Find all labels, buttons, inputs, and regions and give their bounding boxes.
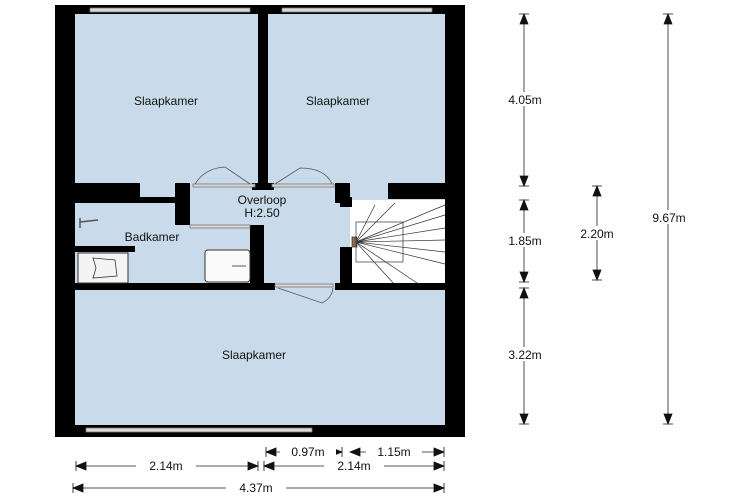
dimension-total-depth: 9.67m bbox=[652, 211, 685, 225]
stair-treads bbox=[351, 202, 446, 286]
room-label-bedroom-top-left: Slaapkamer bbox=[134, 94, 198, 108]
windows bbox=[85, 7, 433, 433]
dimension-bottom-depth: 3.22m bbox=[508, 348, 541, 362]
bathtub-fixture bbox=[77, 252, 129, 284]
shower-faucet-icon bbox=[79, 218, 99, 228]
dimension-stair-width: 1.15m bbox=[377, 445, 410, 459]
dimension-right-width: 2.14m bbox=[337, 459, 370, 473]
vertical-dimensions bbox=[500, 12, 696, 426]
room-label-bedroom-bottom: Slaapkamer bbox=[222, 348, 286, 362]
room-label-bedroom-top-right: Slaapkamer bbox=[306, 94, 370, 108]
dimension-total-width: 4.37m bbox=[239, 481, 272, 495]
dimension-stair-depth: 2.20m bbox=[580, 227, 613, 241]
dimension-left-width: 2.14m bbox=[149, 459, 182, 473]
doors bbox=[189, 166, 335, 304]
dimension-landing-width: 0.97m bbox=[291, 445, 324, 459]
dimension-top-depth: 4.05m bbox=[508, 93, 541, 107]
horizontal-dimensions bbox=[71, 444, 446, 494]
staircase bbox=[350, 200, 445, 285]
room-label-bathroom: Badkamer bbox=[125, 230, 180, 244]
dimension-middle-depth: 1.85m bbox=[508, 234, 541, 248]
room-label-landing-height: H:2.50 bbox=[244, 206, 280, 220]
sink-fixture bbox=[204, 249, 251, 283]
room-label-landing: Overloop bbox=[238, 193, 287, 207]
